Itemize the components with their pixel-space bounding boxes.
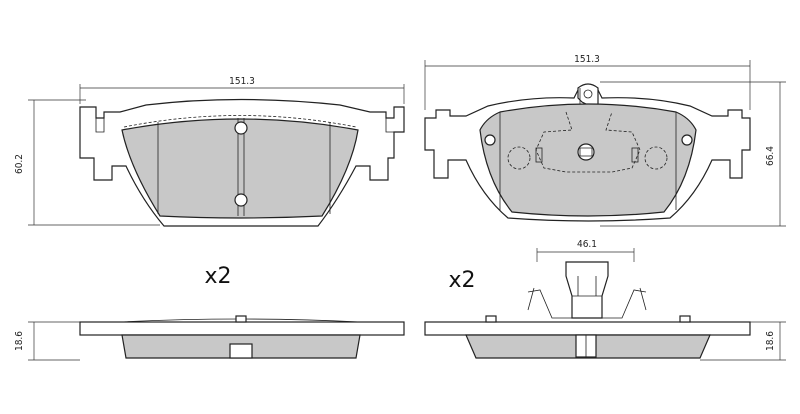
right-thickness-label: 18.6	[765, 331, 776, 351]
right-height-label: 66.4	[765, 146, 776, 166]
left-thickness-label: 18.6	[14, 331, 25, 351]
left-friction-material	[121, 118, 359, 219]
left-pad-front-view: 151.3 60.2	[14, 76, 405, 227]
right-left-hole	[484, 134, 496, 146]
left-bottom-hole	[234, 193, 248, 207]
right-pad-front-view: 151.3 66.4	[424, 54, 786, 227]
left-height-label: 60.2	[14, 154, 25, 174]
left-width-label: 151.3	[229, 76, 255, 87]
left-quantity-label: x2	[204, 264, 231, 289]
right-width-label: 151.3	[574, 54, 600, 65]
clip-width-label: 46.1	[577, 239, 597, 250]
clip-detail-view: 46.1	[527, 239, 647, 319]
left-pad-side-view: 18.6	[14, 315, 405, 361]
right-quantity-label: x2	[448, 268, 475, 293]
right-side-backing-plate	[424, 321, 751, 336]
left-side-backing-plate	[79, 321, 405, 336]
right-pad-side-view: 18.6	[424, 315, 786, 361]
left-top-hole	[234, 121, 248, 135]
right-right-hole	[681, 134, 693, 146]
clip-body	[565, 261, 609, 319]
